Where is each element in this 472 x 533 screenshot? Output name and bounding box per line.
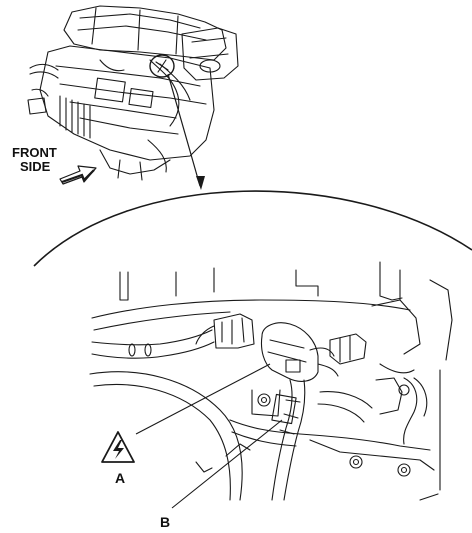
detail-view <box>33 190 472 509</box>
front-label: FRONT <box>12 145 57 160</box>
engine-overview <box>27 5 239 181</box>
detail-view-arc <box>33 190 472 267</box>
callout-label-a: A <box>115 470 126 486</box>
side-label: SIDE <box>20 159 51 174</box>
front-direction-arrow-icon <box>59 165 97 185</box>
callout-a-leader <box>135 363 271 435</box>
high-voltage-warning-icon <box>101 431 135 463</box>
callout-b-leader <box>171 419 283 509</box>
callout-label-b: B <box>160 514 171 530</box>
zoom-leader-line <box>167 73 205 190</box>
